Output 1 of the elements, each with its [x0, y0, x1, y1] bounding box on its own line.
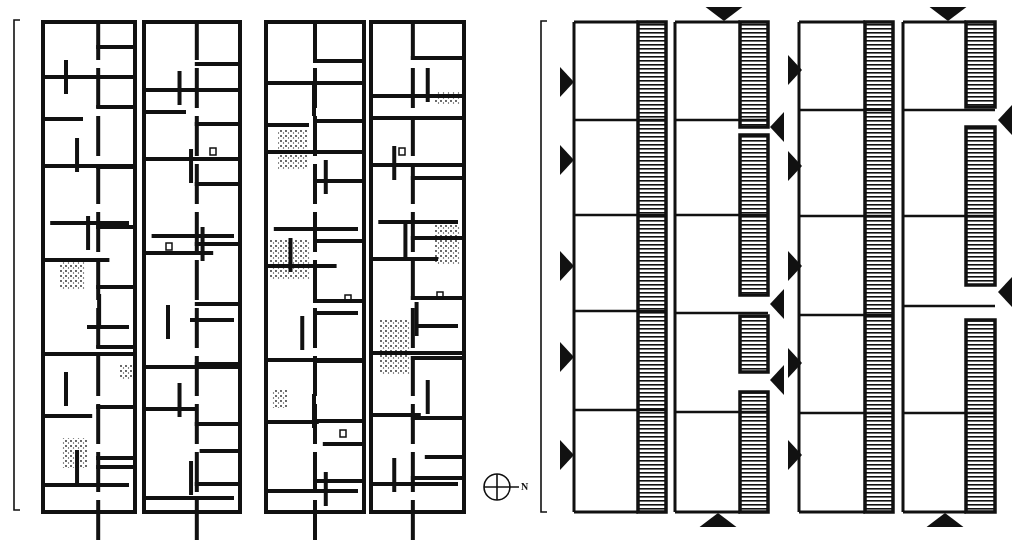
- north-label: N: [521, 482, 529, 492]
